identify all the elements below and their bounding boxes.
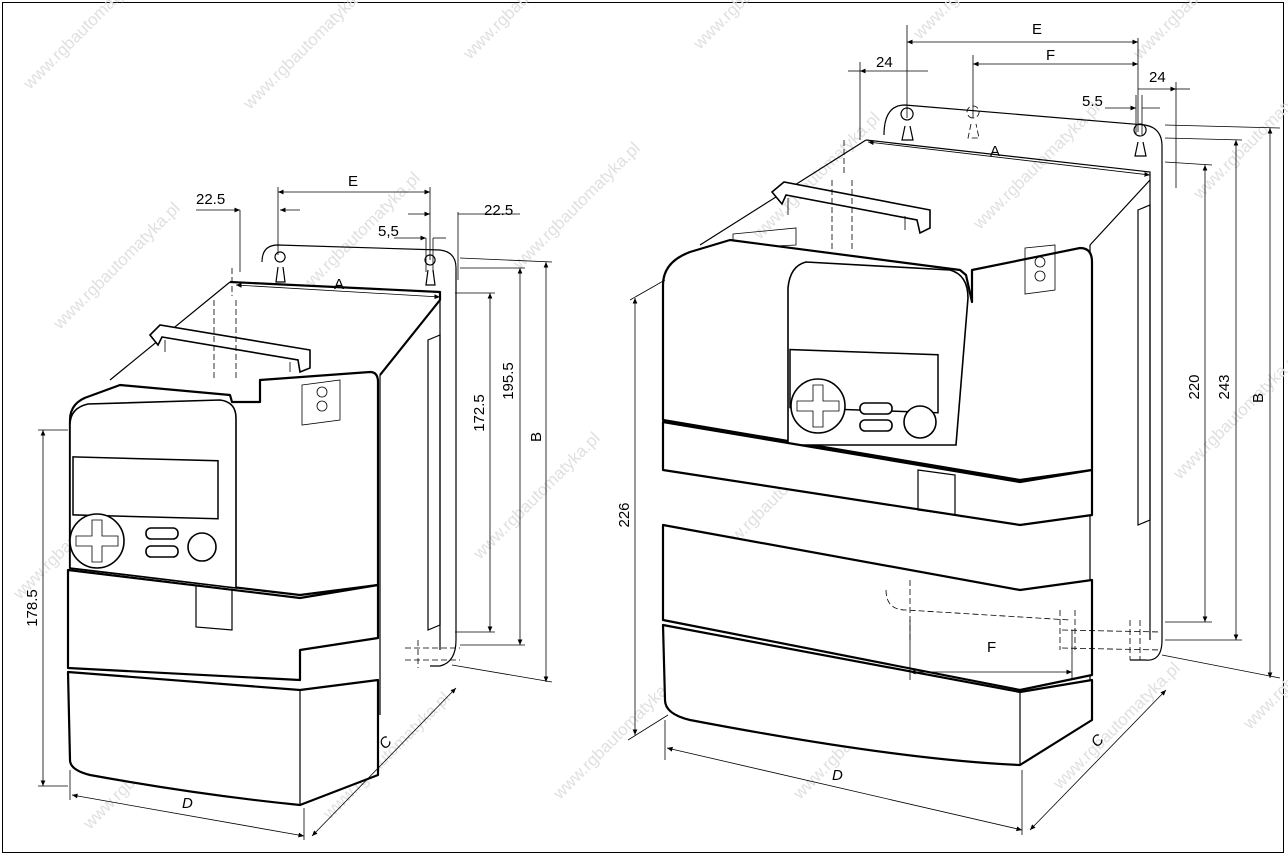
- large-dim-B: B: [1250, 393, 1267, 403]
- watermark-text: www.rgbautomatyka.pl: [239, 0, 374, 114]
- large-dim-F-bottom: F: [987, 639, 996, 656]
- small-unit-drawing: E 22.5 22.5 5,5 A 172.5 195.5 B 178.5 D …: [24, 173, 553, 840]
- large-unit-drawing: E F 24 24 5.5 A 220 243 B F 226 D C: [616, 21, 1281, 835]
- small-dim-B: B: [528, 432, 545, 442]
- watermark-text: www.rgbautomatyka.pl: [549, 668, 684, 803]
- large-dim-E: E: [1032, 21, 1042, 38]
- small-dim-22-5-left: 22.5: [196, 191, 225, 208]
- watermark-text: www.rgbautomatyka.pl: [49, 198, 184, 333]
- watermark-text: www.rgbautomatyka.pl: [459, 0, 594, 64]
- watermark-text: www.rgbautomatyka.pl: [509, 138, 644, 273]
- large-dim-5-5: 5.5: [1082, 93, 1103, 110]
- large-dim-226: 226: [616, 502, 633, 527]
- small-dim-A: A: [334, 276, 344, 293]
- watermark-text: www.rgbautomatyka.pl: [969, 98, 1104, 233]
- large-dim-220: 220: [1186, 374, 1203, 399]
- watermark-text: www.rgbautomatyka.pl: [469, 428, 604, 563]
- watermark-text: www.rgbautomatyka.pl: [909, 0, 1044, 44]
- small-dim-195-5: 195.5: [500, 362, 517, 400]
- watermark-text: www.rgbautomatyka.pl: [689, 0, 824, 54]
- large-dim-F-top: F: [1046, 47, 1055, 64]
- small-dim-178-5: 178.5: [24, 589, 41, 627]
- small-dim-22-5-right: 22.5: [484, 202, 513, 219]
- large-dim-24-right: 24: [1149, 69, 1166, 86]
- small-dim-5-5: 5,5: [378, 223, 399, 240]
- watermark-text: www.rgbautomatyka.pl: [19, 0, 154, 94]
- small-dim-172-5: 172.5: [471, 394, 488, 432]
- watermark-text: www.rgbautomatyka.pl: [1129, 0, 1264, 64]
- watermark-text: www.rgbautomatyka.pl: [749, 108, 884, 243]
- small-dimension-lines: [38, 187, 553, 840]
- large-dim-A: A: [990, 143, 1000, 160]
- large-dim-24-left: 24: [876, 54, 893, 71]
- large-dim-D: D: [832, 767, 843, 784]
- large-dim-243: 243: [1216, 374, 1233, 399]
- watermark-text: www.rgbautomatyka.pl: [1239, 598, 1288, 733]
- small-dim-E: E: [348, 173, 358, 190]
- large-dimension-lines: [627, 25, 1281, 835]
- watermark-text: www.rgbautomatyka.pl: [1189, 68, 1288, 203]
- small-dim-D: D: [182, 795, 193, 812]
